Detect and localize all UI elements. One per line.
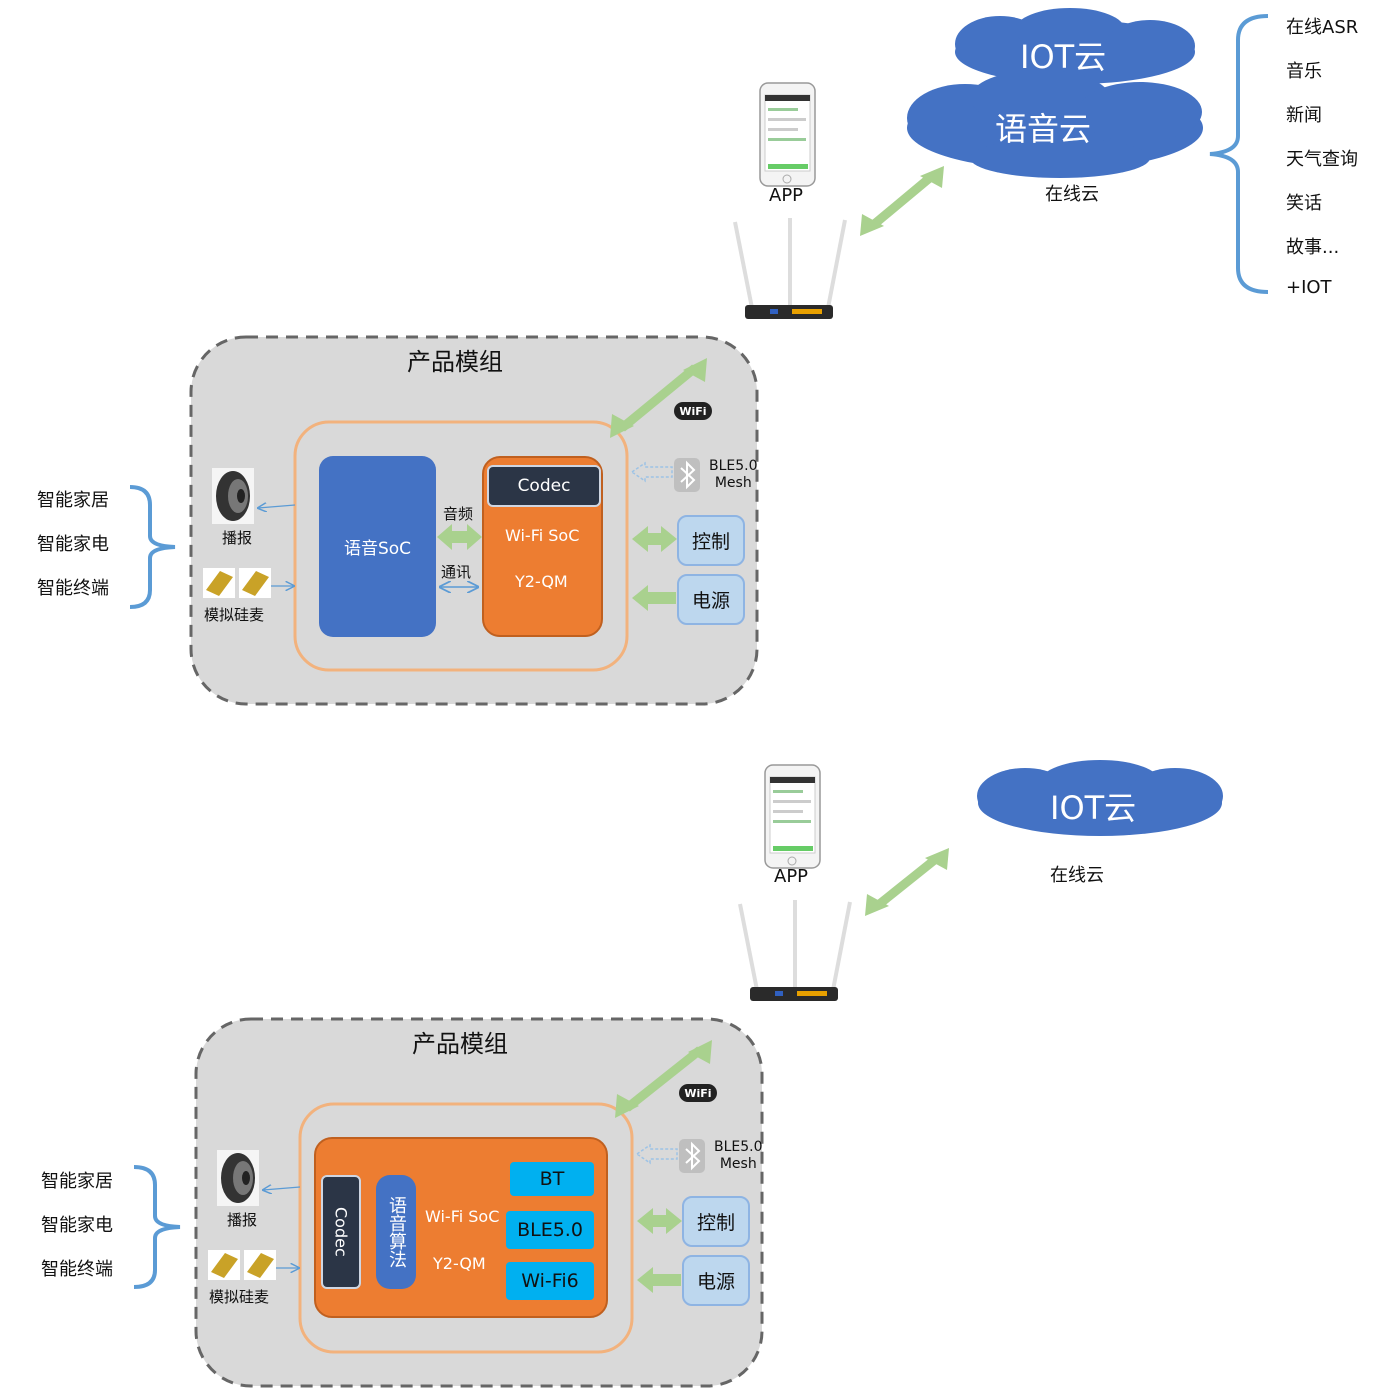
online-cloud-label: 在线云 (1045, 184, 1099, 205)
speaker-label-bottom: 播报 (227, 1211, 258, 1229)
app-item: 智能家电 (37, 534, 109, 555)
speaker-icon-bottom (217, 1150, 259, 1206)
codec-box: Codec (487, 465, 601, 507)
ble-label: BLE5.0 (709, 458, 758, 474)
bluetooth-icon-bottom (679, 1139, 705, 1173)
service-item: 天气查询 (1286, 149, 1358, 170)
mic-icon-bottom (208, 1250, 276, 1280)
power-arrow-bottom (637, 1267, 681, 1293)
app-item-bottom: 智能终端 (41, 1259, 113, 1280)
codec-box-bottom: Codec (321, 1175, 361, 1289)
apps-bracket-bottom (133, 1165, 181, 1289)
wifi-logo-icon: WiFi (674, 402, 712, 420)
service-item: 故事... (1286, 237, 1340, 258)
model-label-bottom: Y2-QM (433, 1254, 486, 1273)
app-item-bottom: 智能家电 (41, 1215, 113, 1236)
audio-arrow (437, 524, 482, 550)
audio-label: 音频 (443, 505, 474, 523)
power-arrow (632, 585, 676, 611)
service-item: +IOT (1286, 277, 1332, 298)
power-label-bottom: 电源 (696, 1271, 735, 1293)
app-label: APP (769, 185, 804, 206)
chip-ble-label: BLE5.0 (517, 1219, 583, 1241)
control-arrow (632, 526, 677, 552)
codec-label-bottom: Codec (331, 1207, 351, 1257)
router-icon (733, 218, 847, 319)
voice-soc-box: 语音SoC (319, 456, 436, 637)
ble-mesh-label: BLE5.0 Mesh (709, 458, 758, 492)
mic-label: 模拟硅麦 (204, 606, 265, 624)
ble-arrow-bottom (635, 1143, 678, 1165)
iot-cloud-label: IOT云 (1020, 38, 1107, 76)
apps-bracket-top (129, 485, 176, 609)
control-box-bottom: 控制 (682, 1196, 750, 1247)
iot-cloud-label-bottom: IOT云 (1050, 789, 1137, 827)
phone-icon-bottom (764, 764, 821, 869)
iot-cloud-shape-bottom (977, 760, 1223, 836)
voice-cloud-label: 语音云 (995, 110, 1092, 148)
chip-wifi6: Wi-Fi6 (506, 1262, 594, 1300)
ble-mesh-label-bottom: BLE5.0 Mesh (714, 1139, 763, 1173)
iot-cloud-shape (955, 8, 1195, 84)
chip-bt-label: BT (539, 1168, 565, 1190)
module-title-bottom: 产品模组 (412, 1030, 508, 1058)
phone-icon (759, 82, 816, 187)
codec-label: Codec (517, 476, 571, 496)
comm-label: 通讯 (441, 563, 472, 581)
chip-ble: BLE5.0 (506, 1211, 594, 1249)
mic-icon (203, 568, 271, 598)
wifi-soc-label: Wi-Fi SoC (505, 526, 580, 545)
service-item: 在线ASR (1286, 17, 1359, 38)
control-label-bottom: 控制 (696, 1212, 735, 1234)
power-box-bottom: 电源 (682, 1255, 750, 1306)
service-item: 笑话 (1286, 193, 1322, 214)
mic-label-bottom: 模拟硅麦 (209, 1288, 270, 1306)
speaker-label: 播报 (222, 529, 253, 547)
module-wifi-arrow (610, 358, 707, 438)
speaker-icon (212, 468, 254, 524)
service-item: 新闻 (1286, 105, 1322, 126)
power-box: 电源 (677, 574, 745, 625)
app-item: 智能家居 (37, 490, 109, 511)
voice-soc-label: 语音SoC (343, 539, 412, 559)
online-cloud-label-bottom: 在线云 (1050, 865, 1104, 886)
router-cloud-arrow-bottom (865, 848, 949, 916)
chip-wifi6-label: Wi-Fi6 (521, 1270, 579, 1292)
model-label: Y2-QM (515, 572, 568, 591)
bluetooth-icon (674, 458, 700, 492)
voice-algo-box: 语音算法 (376, 1175, 416, 1289)
services-bracket (1209, 14, 1269, 294)
wifi-logo-icon-bottom: WiFi (679, 1084, 717, 1102)
mesh-label-bottom: Mesh (719, 1156, 757, 1172)
module-title: 产品模组 (407, 348, 503, 376)
module-wifi-arrow-bottom (615, 1040, 712, 1118)
control-label: 控制 (691, 531, 730, 553)
speaker-arrow (258, 505, 296, 508)
service-item: 音乐 (1286, 61, 1322, 82)
app-label-bottom: APP (774, 866, 809, 887)
ble-arrow (630, 461, 673, 483)
router-cloud-arrow (860, 166, 944, 236)
speaker-arrow-bottom (263, 1187, 301, 1190)
router-icon-bottom (738, 900, 852, 1001)
power-label: 电源 (691, 590, 730, 612)
control-box: 控制 (677, 515, 745, 566)
voice-cloud-shape (907, 70, 1203, 178)
chip-bt: BT (510, 1162, 594, 1196)
voice-algo-label: 语音算法 (386, 1196, 407, 1268)
ble-label-bottom: BLE5.0 (714, 1139, 763, 1155)
wifi-soc-label-bottom: Wi-Fi SoC (425, 1207, 500, 1226)
app-item: 智能终端 (37, 578, 109, 599)
mesh-label: Mesh (714, 475, 752, 491)
app-item-bottom: 智能家居 (41, 1171, 113, 1192)
control-arrow-bottom (637, 1208, 682, 1234)
